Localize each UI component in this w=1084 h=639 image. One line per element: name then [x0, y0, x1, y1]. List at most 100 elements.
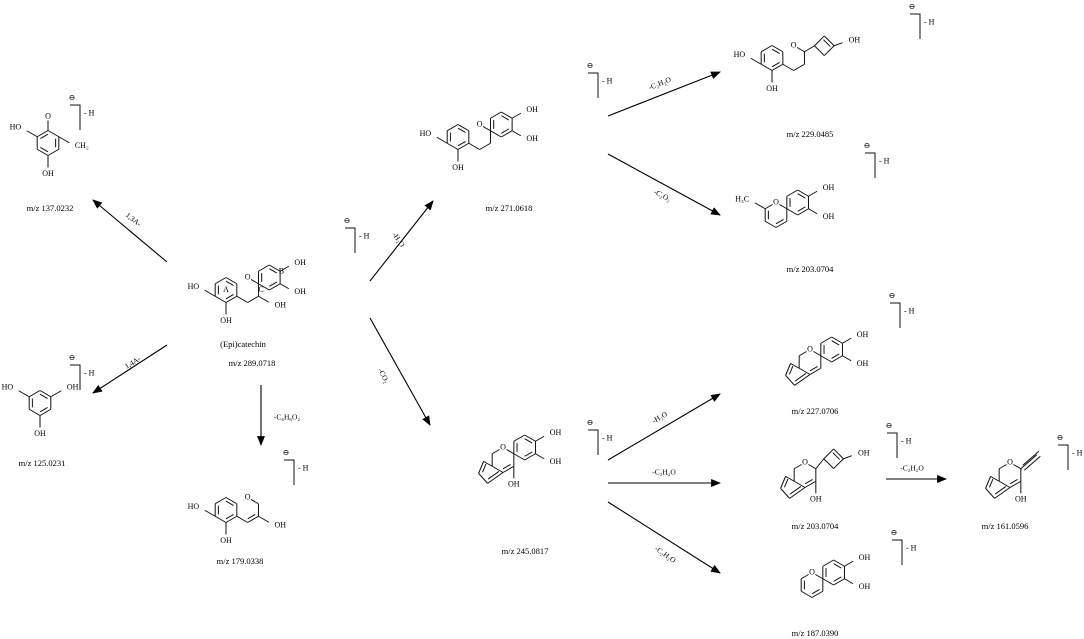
double-bond — [823, 39, 831, 47]
arrow-1-4A: 1,4A- — [92, 344, 168, 394]
mz-187: m/z 187.0390 — [792, 628, 839, 638]
bond — [58, 136, 70, 144]
bond — [236, 515, 248, 523]
bond — [47, 148, 60, 156]
reaction-label: -C₂O₂ — [652, 187, 673, 204]
double-bond — [833, 563, 842, 569]
bond — [760, 45, 773, 53]
ring-b — [513, 434, 536, 461]
center-charge: ⊖- H — [344, 216, 370, 253]
ring-oxygen: O — [802, 457, 808, 466]
reaction-arrow — [369, 317, 431, 426]
double-bond — [225, 280, 234, 287]
anion-charge-icon: ⊖ — [283, 448, 290, 457]
deprotonation-label: - H — [84, 369, 95, 378]
double-bond — [994, 486, 1007, 495]
double-bond — [797, 193, 806, 199]
arrow-c2o2: -C₂O₂ — [607, 153, 721, 216]
hydroxyl: HO — [2, 382, 14, 391]
ring-oxygen: O — [791, 40, 797, 49]
bond — [833, 578, 845, 586]
bond — [793, 63, 805, 71]
anion-charge-icon: ⊖ — [1057, 433, 1064, 442]
bond — [50, 390, 62, 398]
double-bond — [797, 206, 806, 212]
double-bond — [832, 452, 841, 460]
bond — [760, 63, 773, 71]
hydroxyl: OH — [858, 448, 870, 457]
bond — [479, 142, 491, 150]
pyran-ring — [798, 349, 822, 375]
bond — [491, 465, 504, 473]
hydroxyl: OH — [67, 382, 79, 391]
anion-charge-icon: ⊖ — [864, 141, 871, 150]
anion-charge-icon: ⊖ — [69, 353, 76, 362]
bond — [814, 45, 825, 56]
double-bond — [789, 486, 802, 495]
hydroxyl-3prime: OH — [859, 582, 871, 591]
double-bond — [809, 365, 818, 372]
bond — [814, 35, 825, 47]
bond — [204, 289, 216, 297]
arrow-c2h2o-mid: -C₂H₂O — [608, 468, 721, 487]
double-bond — [771, 48, 780, 55]
mz-227: m/z 227.0706 — [792, 406, 839, 416]
atom-mask — [1006, 458, 1014, 467]
charge-bracket: ⊖- H — [889, 291, 915, 328]
hydroxyl-7: HO — [420, 129, 432, 138]
bond — [786, 208, 798, 216]
atom-mask — [808, 568, 816, 577]
ring-oxygen: O — [807, 344, 813, 353]
bond — [214, 497, 227, 505]
bond — [279, 265, 290, 272]
hydroxyl-5: OH — [220, 536, 232, 545]
hydroxyl: OH — [42, 169, 54, 178]
anion-charge-icon: ⊖ — [69, 93, 76, 102]
double-bond — [487, 471, 500, 480]
hydroxyl: OH — [849, 35, 861, 44]
bond — [833, 448, 844, 460]
double-bond — [40, 146, 49, 153]
reaction-arrow — [607, 153, 721, 216]
hydroxyl-4prime: OH — [526, 105, 538, 114]
ring-c — [782, 45, 805, 71]
bond — [36, 130, 49, 138]
double-bond — [501, 115, 510, 121]
pyran-ring — [764, 202, 788, 228]
bond — [214, 295, 227, 303]
mz-137: m/z 137.0232 — [27, 203, 74, 213]
bond — [823, 458, 834, 469]
double-bond — [524, 451, 533, 457]
ring-c-label: C — [258, 285, 263, 294]
bond — [490, 130, 502, 138]
bond — [236, 295, 248, 303]
arrow-c2h2o-low: -C₂H₂O — [607, 501, 721, 574]
double-bond — [783, 478, 789, 488]
charge-bracket: ⊖- H — [886, 421, 912, 458]
atom-mask — [801, 458, 809, 467]
ring-oxygen: O — [500, 442, 506, 451]
hydroxyl-4prime: OH — [294, 258, 306, 267]
double-bond — [269, 268, 278, 274]
bond — [842, 337, 852, 344]
ring-a — [446, 124, 470, 150]
mz-203-mid: m/z 203.0704 — [792, 521, 839, 531]
charge-bracket: ⊖- H — [1057, 433, 1083, 470]
bond — [793, 480, 806, 488]
double-bond — [457, 127, 466, 134]
bond — [831, 336, 843, 344]
bond — [478, 461, 485, 474]
bond — [797, 189, 809, 197]
anion-charge-icon: ⊖ — [909, 2, 916, 11]
bond — [804, 480, 817, 488]
double-bond — [481, 463, 487, 473]
hydroxyl-4prime: OH — [550, 428, 562, 437]
bond — [804, 45, 815, 53]
reaction-label: -H₂O — [650, 409, 669, 425]
reaction-label: -H₂O — [390, 230, 407, 249]
bond — [535, 435, 545, 442]
double-bond — [831, 353, 840, 359]
